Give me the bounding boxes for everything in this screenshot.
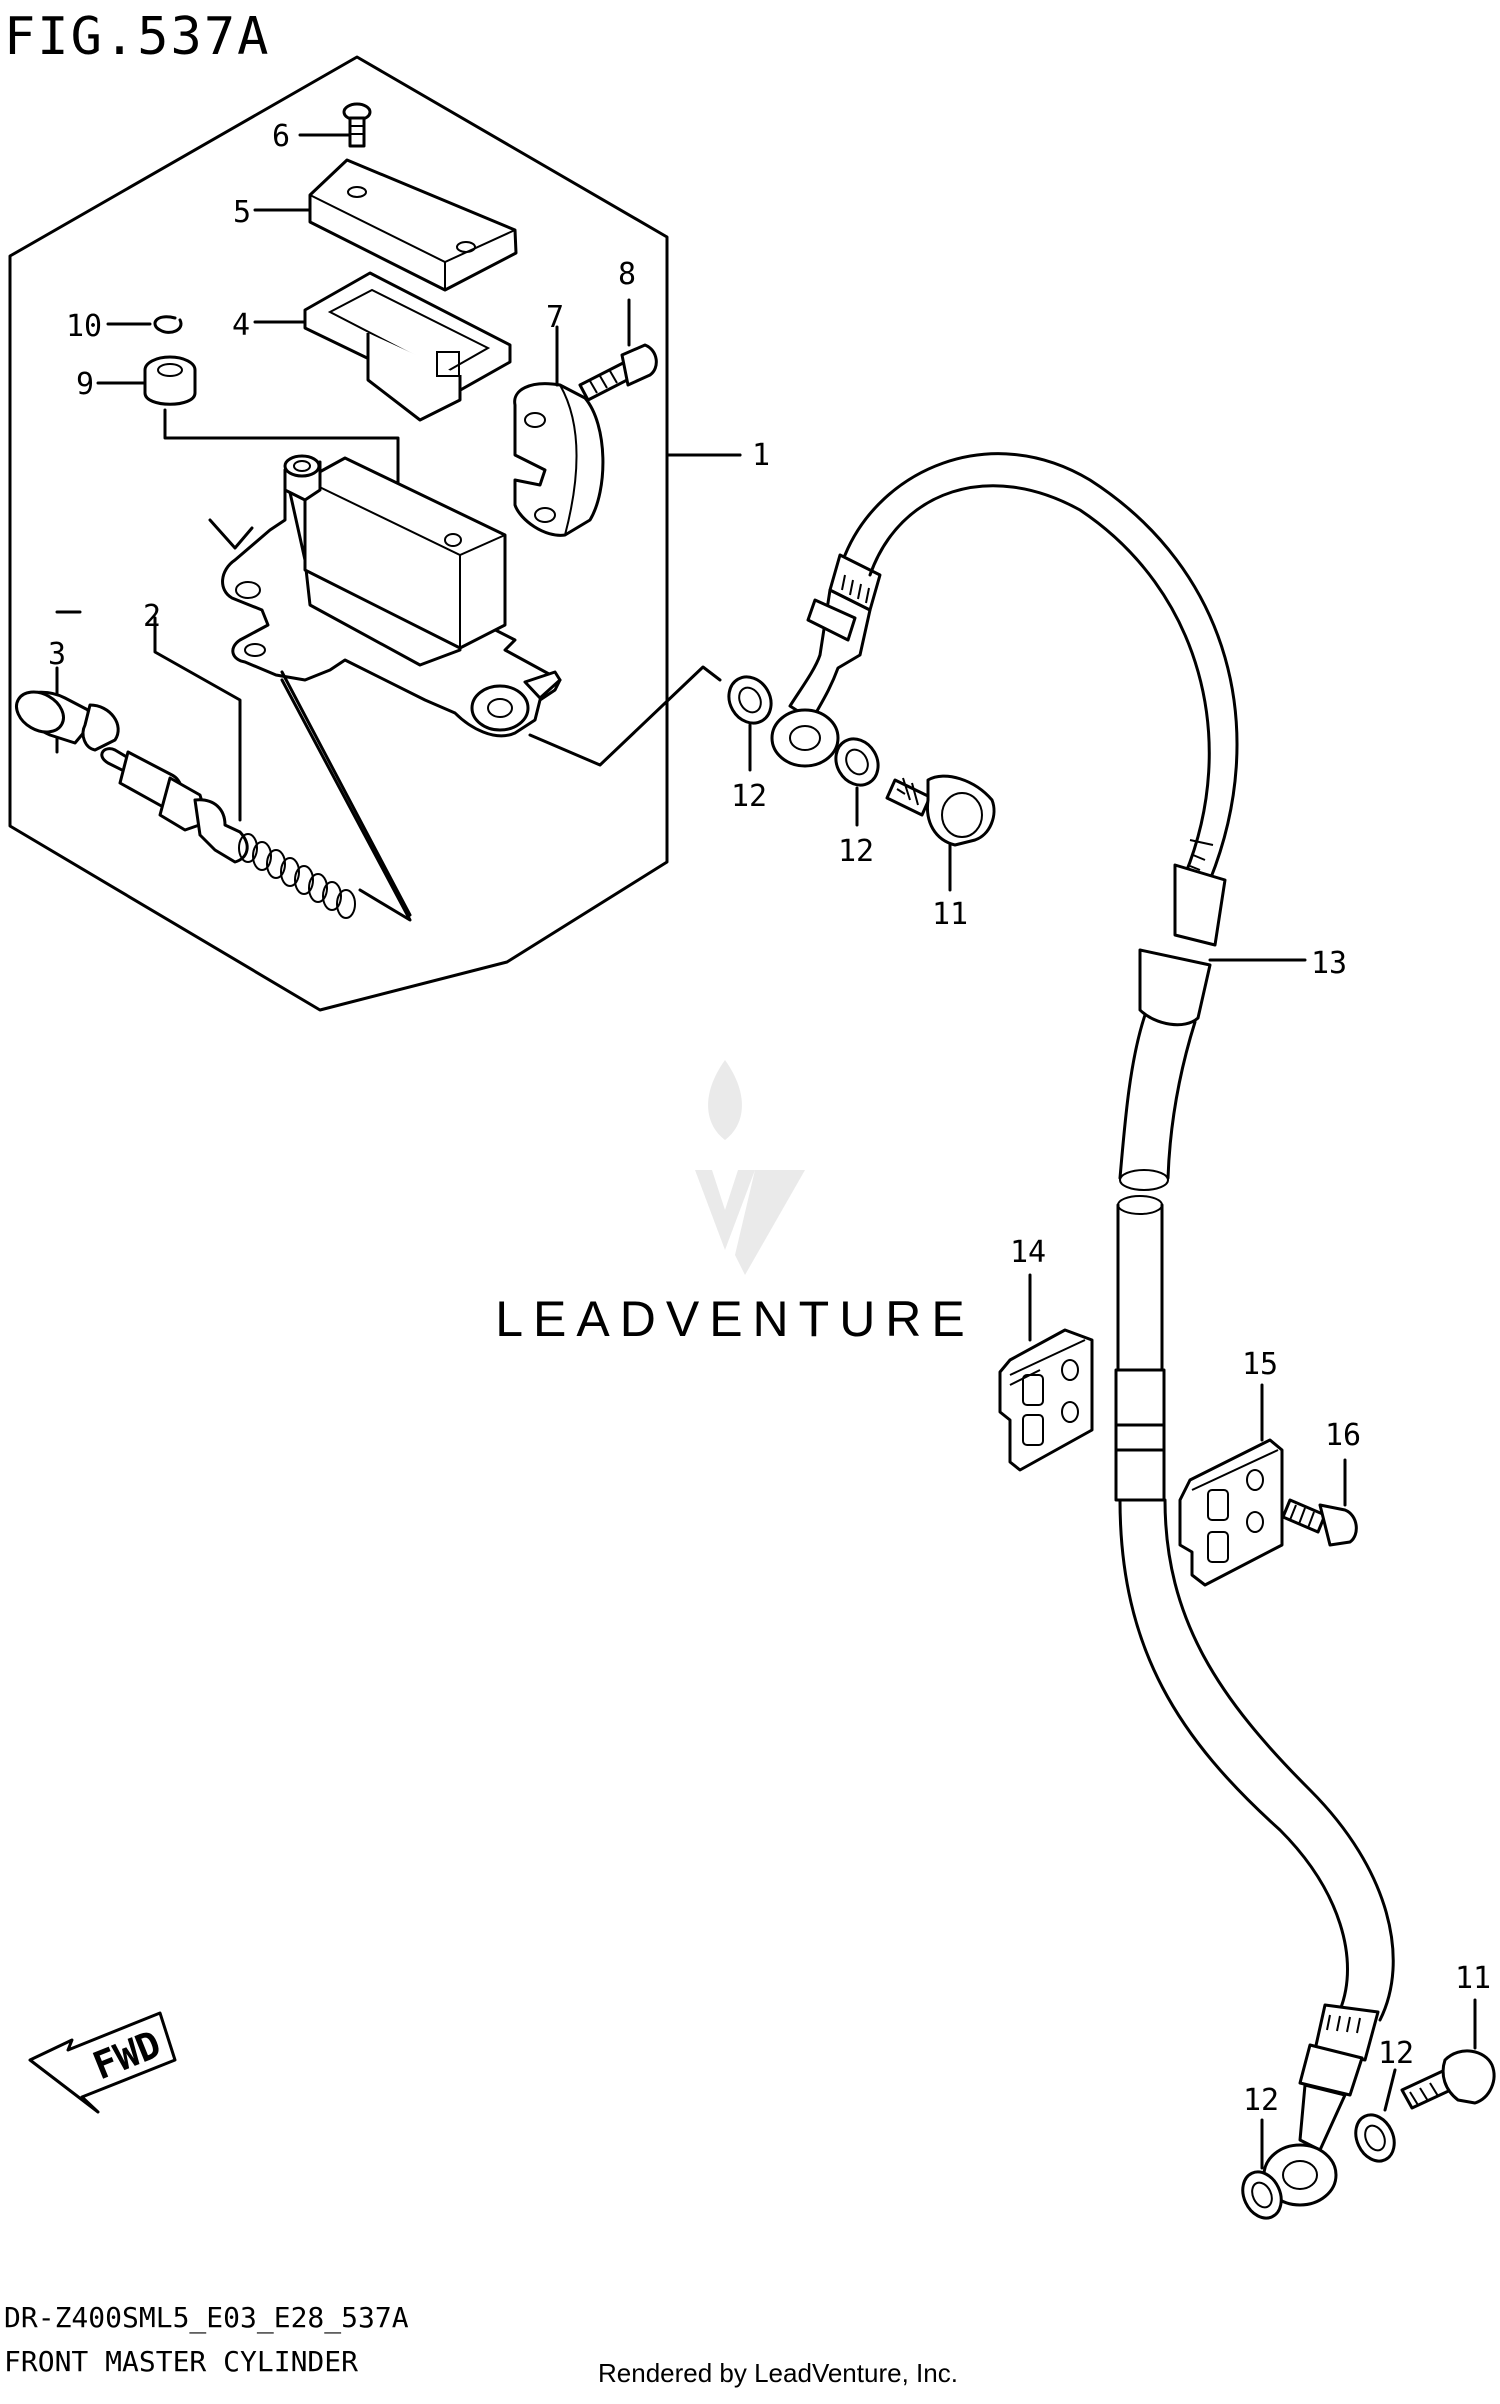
callout-3: 3: [48, 637, 66, 672]
item-9-boot: [96, 355, 400, 527]
item-12-washer-upper-b: [834, 737, 880, 827]
fwd-arrow-icon: FWD: [28, 2011, 177, 2114]
item-3-piston-boot: [15, 610, 120, 754]
callout-12-upper-a: 12: [731, 779, 767, 814]
callout-7: 7: [546, 300, 564, 335]
item-2-piston-set: [100, 616, 356, 919]
callout-12-lower-a: 12: [1378, 2036, 1414, 2071]
callout-14: 14: [1010, 1235, 1046, 1270]
callout-15: 15: [1242, 1347, 1278, 1382]
item-4-diaphragm: [253, 271, 512, 422]
item-12-washer-lower-b: [1241, 2118, 1283, 2220]
watermark-text: LEADVENTURE: [495, 1291, 975, 1347]
item-10-circlip: [106, 315, 183, 334]
callout-16: 16: [1325, 1418, 1361, 1453]
figure-title: FIG.537A: [4, 7, 270, 67]
callout-6: 6: [272, 119, 290, 154]
callout-12-lower-b: 12: [1243, 2083, 1279, 2118]
item-5-reservoir-cap: [253, 158, 518, 292]
callout-2: 2: [143, 599, 161, 634]
callout-4: 4: [232, 308, 250, 343]
assembly-border: [8, 55, 669, 1012]
item-12-washer-upper-a: [727, 675, 773, 772]
item-12-washer-lower-a: [1354, 2068, 1397, 2163]
callout-5: 5: [233, 195, 251, 230]
model-code: DR-Z400SML5_E03_E28_537A: [4, 2301, 409, 2335]
figure-name: FRONT MASTER CYLINDER: [4, 2345, 358, 2378]
callout-labels: 1 2 3 4 5 6 7 8 9 10 11 12 12 11 13 14 1…: [48, 119, 1491, 2118]
item-8-bolt: [578, 298, 658, 402]
item-1-master-cylinder-body: [208, 453, 742, 922]
callout-13: 13: [1311, 946, 1347, 981]
callout-11-lower: 11: [1455, 1961, 1491, 1996]
callout-12-upper-b: 12: [838, 834, 874, 869]
item-11-union-bolt-lower: [1400, 1998, 1496, 2110]
item-6-screw: [298, 102, 372, 148]
callout-11-upper: 11: [932, 897, 968, 932]
leadventure-watermark-logo: [695, 1060, 805, 1275]
callout-1: 1: [752, 438, 770, 473]
callout-8: 8: [618, 257, 636, 292]
rendered-by: Rendered by LeadVenture, Inc.: [598, 2358, 958, 2388]
item-7-holder: [513, 325, 605, 537]
item-11-union-bolt-upper: [885, 774, 996, 892]
callout-10: 10: [66, 309, 102, 344]
callout-9: 9: [76, 367, 94, 402]
item-14-clamp: [998, 1273, 1094, 1472]
item-16-bolt: [1281, 1458, 1358, 1547]
item-15-clamp: [1178, 1383, 1284, 1587]
item-13-brake-hose: [770, 452, 1395, 2207]
